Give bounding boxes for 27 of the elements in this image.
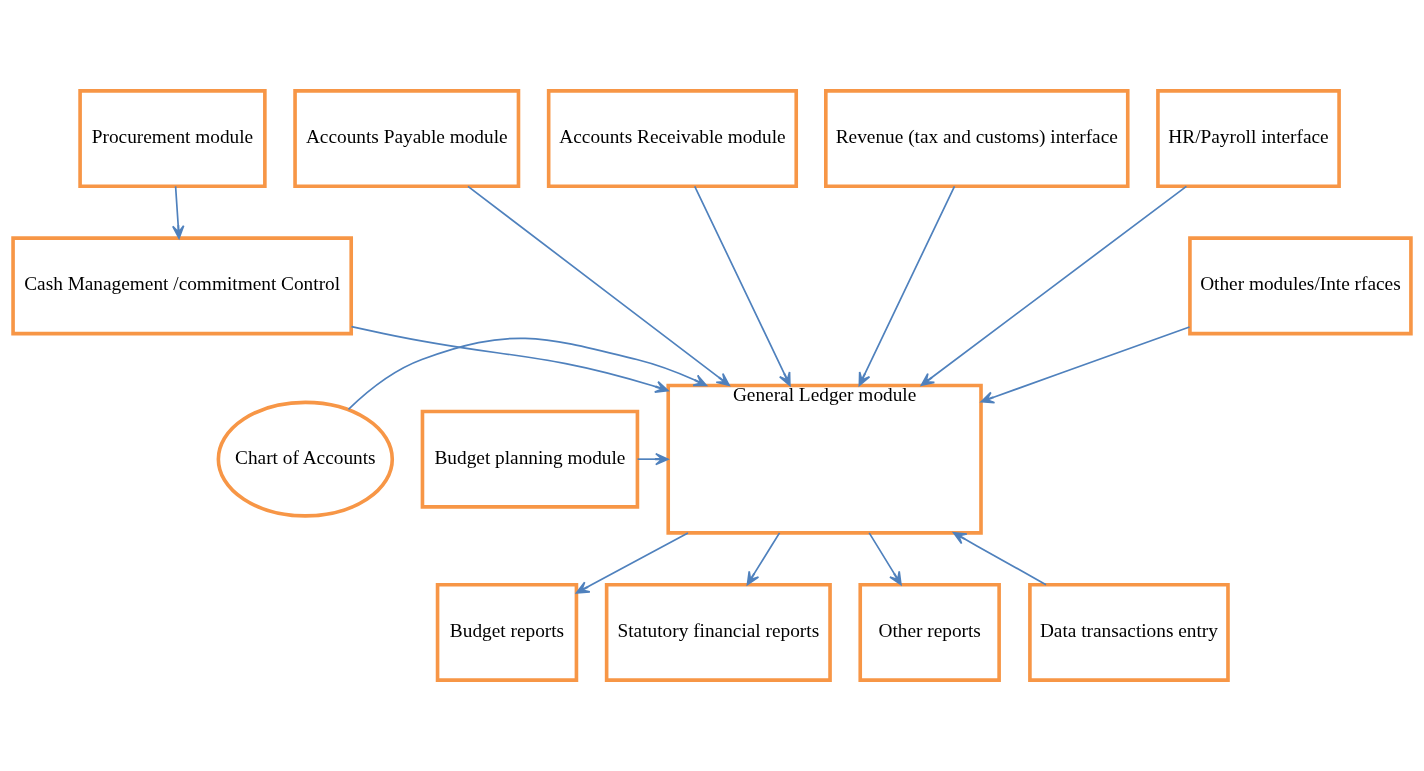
node-box: Budget reports: [435, 582, 579, 682]
node-box: Statutory financial reports: [604, 582, 832, 682]
arrow: [467, 185, 731, 387]
node-box: Data transactions entry: [1028, 582, 1230, 682]
arrow: [171, 185, 185, 239]
arrow: [693, 185, 791, 387]
node-box: Other modules/Inte rfaces: [1188, 236, 1413, 336]
arrow: [920, 185, 1188, 387]
arrow: [350, 325, 669, 393]
arrow: [868, 532, 902, 586]
node-ellipse: Chart of Accounts: [216, 400, 395, 518]
arrow: [746, 532, 781, 586]
node-box: Accounts Receivable module: [546, 89, 799, 189]
node-box: Cash Management /commitment Control: [11, 236, 353, 336]
arrow: [347, 337, 708, 411]
arrow: [980, 326, 1191, 404]
arrow: [952, 532, 1047, 586]
node-box: Revenue (tax and customs) interface: [824, 89, 1130, 189]
node-box: Procurement module: [78, 89, 267, 189]
arrow: [575, 532, 689, 594]
arrow: [636, 452, 669, 466]
node-box: General Ledger module: [666, 383, 983, 535]
node-box: Budget planning module: [420, 409, 640, 509]
node-box: HR/Payroll interface: [1156, 89, 1341, 189]
node-box: Other reports: [858, 582, 1001, 682]
arrow: [858, 185, 956, 387]
node-box: Accounts Payable module: [293, 89, 521, 189]
